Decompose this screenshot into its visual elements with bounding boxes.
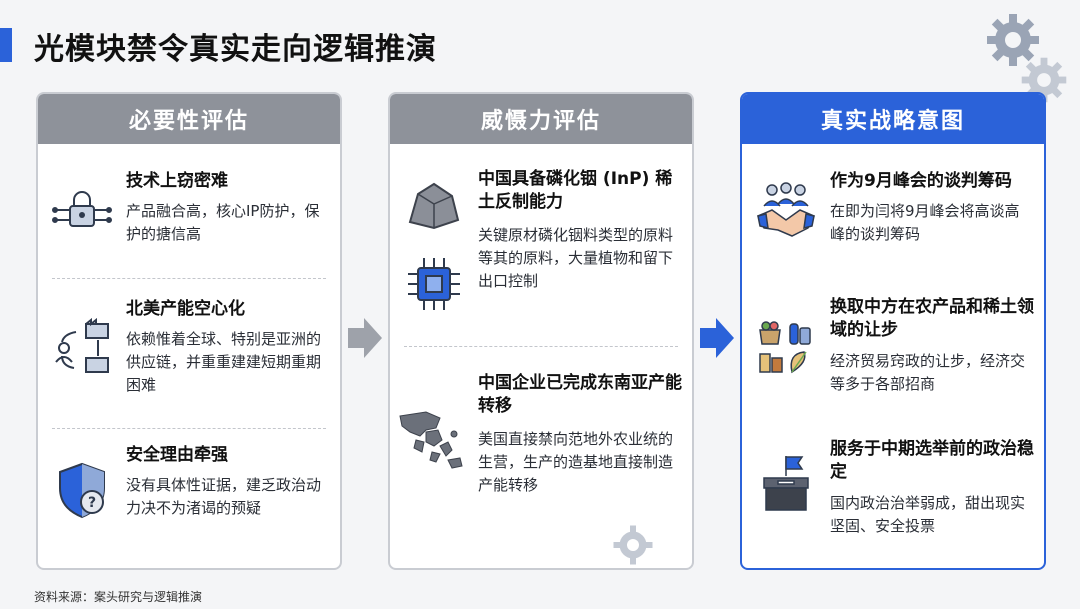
mineral-rock-icon bbox=[408, 182, 460, 230]
item-desc: 美国直接禁向范地外农业统的生营，生产的造基地直接制造产能转移 bbox=[478, 430, 674, 494]
item-title: 北美产能空心化 bbox=[126, 299, 245, 319]
item-desc: 在即为闫将9月峰会将高谈高峰的谈判筹码 bbox=[830, 202, 1020, 243]
item-desc: 经济贸易窍政的让步，经济交等多于各部招商 bbox=[830, 352, 1026, 393]
asia-map-icon bbox=[399, 411, 463, 469]
item-title: 服务于中期选举前的政治稳定 bbox=[830, 439, 1034, 482]
gear-icon bbox=[987, 14, 1039, 66]
column-necessity: 必要性评估 技术上窃密难 产品融合高，核心IP防护，保护的搪信高 bbox=[36, 92, 342, 570]
item-desc: 关键原材磷化铟料类型的原料等其的原料，大量植物和留下出口控制 bbox=[478, 226, 674, 290]
shield-question-icon: ? bbox=[59, 462, 105, 519]
page-title: 光模块禁令真实走向逻辑推演 bbox=[34, 32, 437, 67]
column-header: 威慑力评估 bbox=[390, 94, 692, 144]
item-desc: 产品融合高，核心IP防护，保护的搪信高 bbox=[126, 202, 320, 243]
item-title: 中国企业已完成东南亚产能转移 bbox=[478, 373, 682, 416]
item-title: 技术上窃密难 bbox=[126, 171, 228, 191]
blue-arrow-icon bbox=[700, 318, 734, 358]
item-desc: 国内政治治举弱成，甜出现实坚固、安全投票 bbox=[830, 494, 1026, 535]
title-accent-bar bbox=[0, 28, 12, 62]
svg-text:?: ? bbox=[88, 495, 96, 511]
gear-icon bbox=[613, 525, 653, 565]
column-strategic-intent: 真实战略意图 作为9月峰会的谈判筹码 在即为闫将9月峰会将高谈高峰的谈判筹码 bbox=[740, 92, 1046, 570]
item-title: 安全理由牵强 bbox=[126, 445, 228, 465]
column-header: 真实战略意图 bbox=[742, 94, 1044, 144]
item-title: 换取中方在农产品和稀土领域的让步 bbox=[830, 297, 1034, 340]
handshake-icon bbox=[756, 182, 816, 237]
item-title: 作为9月峰会的谈判筹码 bbox=[830, 171, 1012, 191]
ballot-box-icon bbox=[763, 456, 809, 511]
chip-icon bbox=[408, 258, 460, 310]
source-note: 资料来源：案头研究与逻辑推演 bbox=[34, 590, 203, 604]
divider bbox=[404, 346, 678, 347]
item-title: 中国具备磷化铟 (InP) 稀土反制能力 bbox=[478, 169, 673, 212]
padlock-circuit-icon bbox=[52, 191, 112, 227]
column-deterrence: 威慑力评估 中国具备磷化铟 (InP) 稀土反制能力 关键原材磷化铟料类型的原料… bbox=[388, 92, 694, 570]
item-desc: 没有具体性证据，建乏政治动力决不为渚谒的预疑 bbox=[126, 476, 322, 517]
column-header: 必要性评估 bbox=[38, 94, 340, 144]
factory-cycle-icon bbox=[55, 318, 109, 373]
divider bbox=[52, 278, 326, 279]
gray-arrow-icon bbox=[348, 318, 382, 358]
produce-icon bbox=[759, 321, 811, 374]
divider bbox=[52, 428, 326, 429]
item-desc: 依赖惟着全球、特别是亚洲的供应链，并重重建建短期重期困难 bbox=[126, 330, 322, 394]
